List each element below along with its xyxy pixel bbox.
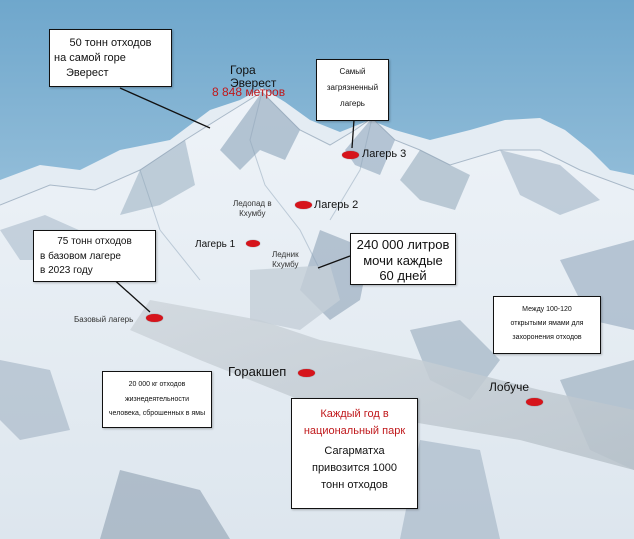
base-camp-marker: [146, 314, 163, 322]
callout-everest-waste: 50 тонн отходов на самой горе Эверест: [49, 29, 172, 87]
lobuche-label: Лобуче: [489, 380, 530, 394]
callout-park-line3: Сагарматха: [324, 445, 385, 458]
icefall-label: Ледопад в Кхумбу: [233, 199, 272, 218]
callout-pits-line2: открытыми ямами для: [510, 320, 584, 327]
base-camp-label: Базовый лагерь: [74, 315, 134, 324]
camp1-marker: [246, 240, 260, 247]
lobuche-marker: [526, 398, 543, 406]
callout-urine-line1: 240 000 литров: [356, 237, 450, 252]
callout-human-waste: 20 000 кг отходов жизнедеятельности чело…: [102, 371, 212, 428]
peak-name: Гора Эверест: [230, 63, 277, 91]
peak-height: 8 848 метров: [212, 85, 286, 99]
icefall-label-line2: Кхумбу: [239, 208, 266, 218]
icefall-label-line1: Ледопад в: [233, 199, 272, 208]
callout-dirtiest-camp-line2: загрязненный: [326, 83, 379, 92]
callout-base-camp-waste-line2: в базовом лагере: [40, 250, 121, 262]
callout-human-waste-line2: жизнедеятельности: [124, 395, 190, 403]
callout-base-camp-waste-line3: в 2023 году: [40, 265, 93, 276]
pointer-base-camp: [109, 275, 151, 313]
callout-dirtiest-camp-line3: лагерь: [340, 99, 365, 108]
callout-base-camp-waste: 75 тонн отходов в базовом лагере в 2023 …: [33, 230, 156, 282]
camp2-marker: [295, 201, 312, 209]
callout-dirtiest-camp-line1: Самый: [339, 67, 366, 76]
callout-everest-waste-line1: 50 тонн отходов: [69, 37, 152, 49]
callout-human-waste-line3: человека, сброшенных в ямы: [108, 410, 206, 418]
glacier-label: Ледник Кхумбу: [272, 250, 299, 269]
callout-urine-line3: 60 дней: [379, 268, 427, 284]
callout-pits-line3: захоронения отходов: [512, 334, 582, 341]
pointer-everest: [119, 87, 211, 129]
peak-name-line2: Эверест: [230, 76, 277, 91]
callout-pits: Между 100-120 открытыми ямами для захоро…: [493, 296, 601, 354]
callout-park-line5: тонн отходов: [321, 479, 388, 492]
peak-name-line1: Гора: [230, 63, 256, 77]
gorakshep-marker: [298, 369, 315, 377]
pointer-dirtiest-camp: [351, 119, 355, 149]
camp1-label: Лагерь 1: [195, 239, 236, 250]
pointer-glacier: [317, 255, 351, 269]
callout-park-line4: привозится 1000: [311, 462, 398, 475]
camp3-label: Лагерь 3: [362, 148, 407, 160]
callout-dirtiest-camp: Самый загрязненный лагерь: [316, 59, 389, 121]
callout-base-camp-waste-line1: 75 тонн отходов: [57, 236, 132, 247]
callout-urine-line2: мочи каждые: [363, 252, 443, 268]
callout-everest-waste-line2: на самой горе: [54, 51, 126, 64]
callout-everest-waste-line3: Эверест: [66, 66, 109, 79]
glacier-label-line1: Ледник: [272, 250, 299, 259]
camp3-marker: [342, 151, 359, 159]
callout-pits-line1: Между 100-120: [522, 306, 572, 313]
gorakshep-label: Горакшеп: [228, 364, 287, 379]
camp2-label: Лагерь 2: [314, 199, 359, 211]
callout-park-line1: Каждый год в: [320, 408, 389, 420]
glacier-label-line2: Кхумбу: [272, 259, 299, 269]
callout-park-line2: национальный парк: [303, 425, 406, 438]
callout-urine: 240 000 литров мочи каждые 60 дней: [350, 233, 456, 285]
callout-park: Каждый год в национальный парк Сагарматх…: [291, 398, 418, 509]
callout-human-waste-line1: 20 000 кг отходов: [128, 381, 186, 388]
